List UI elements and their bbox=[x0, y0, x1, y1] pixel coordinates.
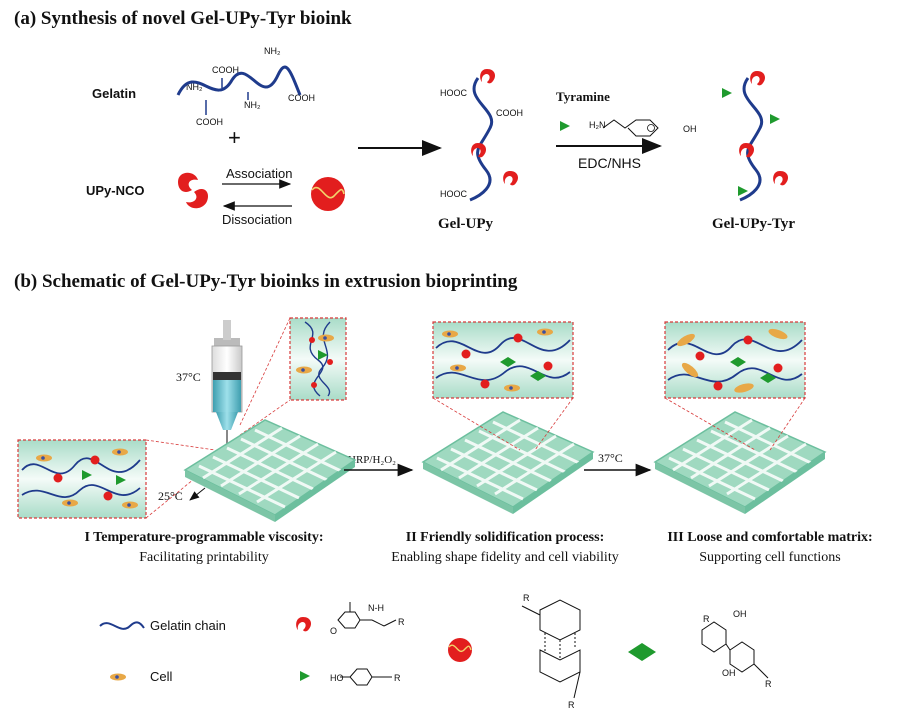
legend-r: R bbox=[703, 614, 710, 624]
stage-3-subtitle: Supporting cell functions bbox=[699, 550, 841, 565]
plus-sign: + bbox=[228, 125, 241, 150]
legend-cell: Cell bbox=[150, 669, 173, 684]
stage-2-subtitle: Enabling shape fidelity and cell viabili… bbox=[391, 550, 619, 565]
magnified-box-3 bbox=[664, 321, 806, 399]
gel-upy-label: Gel-UPy bbox=[438, 216, 493, 232]
legend-chain-icon bbox=[99, 621, 145, 630]
magnified-box-strand bbox=[289, 317, 347, 401]
dissociation-label: Dissociation bbox=[222, 212, 293, 227]
legend-r: R bbox=[398, 617, 405, 627]
association-label: Association bbox=[226, 166, 293, 181]
temp-25: 25°C bbox=[158, 489, 183, 503]
legend-gelatin-chain: Gelatin chain bbox=[150, 618, 226, 633]
cooh-label: COOH bbox=[212, 65, 239, 75]
legend-r: R bbox=[523, 593, 530, 603]
magnified-box-1 bbox=[17, 439, 147, 519]
oh-label: OH bbox=[683, 124, 697, 134]
panel-a-title: (a) Synthesis of novel Gel-UPy-Tyr bioin… bbox=[14, 8, 352, 29]
hrp-label: HRP/H₂O₂ bbox=[348, 454, 397, 466]
magnified-box-2 bbox=[432, 321, 574, 399]
legend-r: R bbox=[765, 679, 772, 689]
tyramine-label: Tyramine bbox=[556, 89, 610, 104]
cooh-label: COOH bbox=[288, 93, 315, 103]
cooh-label: COOH bbox=[496, 108, 523, 118]
gelatin-label: Gelatin bbox=[92, 86, 137, 101]
temp-37-arrow: 37°C bbox=[598, 451, 623, 465]
h2n-label: H₂N bbox=[589, 120, 606, 130]
stage-1-title: I Temperature-programmable viscosity: bbox=[84, 530, 324, 545]
temp-37-syringe: 37°C bbox=[176, 370, 201, 384]
stage-3-title: III Loose and comfortable matrix: bbox=[667, 530, 873, 545]
panel-b-title: (b) Schematic of Gel-UPy-Tyr bioinks in … bbox=[14, 271, 518, 292]
legend-o: O bbox=[330, 626, 338, 636]
legend-ho: HO bbox=[330, 673, 344, 683]
legend-r: R bbox=[568, 700, 575, 710]
nh2-label: NH₂ bbox=[264, 46, 281, 56]
nh2-label: NH₂ bbox=[186, 82, 203, 92]
nh2-label: NH₂ bbox=[244, 100, 261, 110]
gel-upy-tyr-label: Gel-UPy-Tyr bbox=[712, 216, 796, 232]
edc-nhs-label: EDC/NHS bbox=[578, 155, 642, 171]
hooc-label: HOOC bbox=[440, 189, 467, 199]
cooh-label: COOH bbox=[196, 117, 223, 127]
hooc-label: HOOC bbox=[440, 88, 467, 98]
legend-nh: N-H bbox=[368, 603, 384, 613]
legend-oh: OH bbox=[733, 609, 747, 619]
stage-2-title: II Friendly solidification process: bbox=[405, 530, 605, 545]
legend-oh: OH bbox=[722, 668, 736, 678]
upy-nco-label: UPy-NCO bbox=[86, 183, 145, 198]
stage-1-subtitle: Facilitating printability bbox=[139, 550, 269, 565]
legend-r: R bbox=[394, 673, 401, 683]
